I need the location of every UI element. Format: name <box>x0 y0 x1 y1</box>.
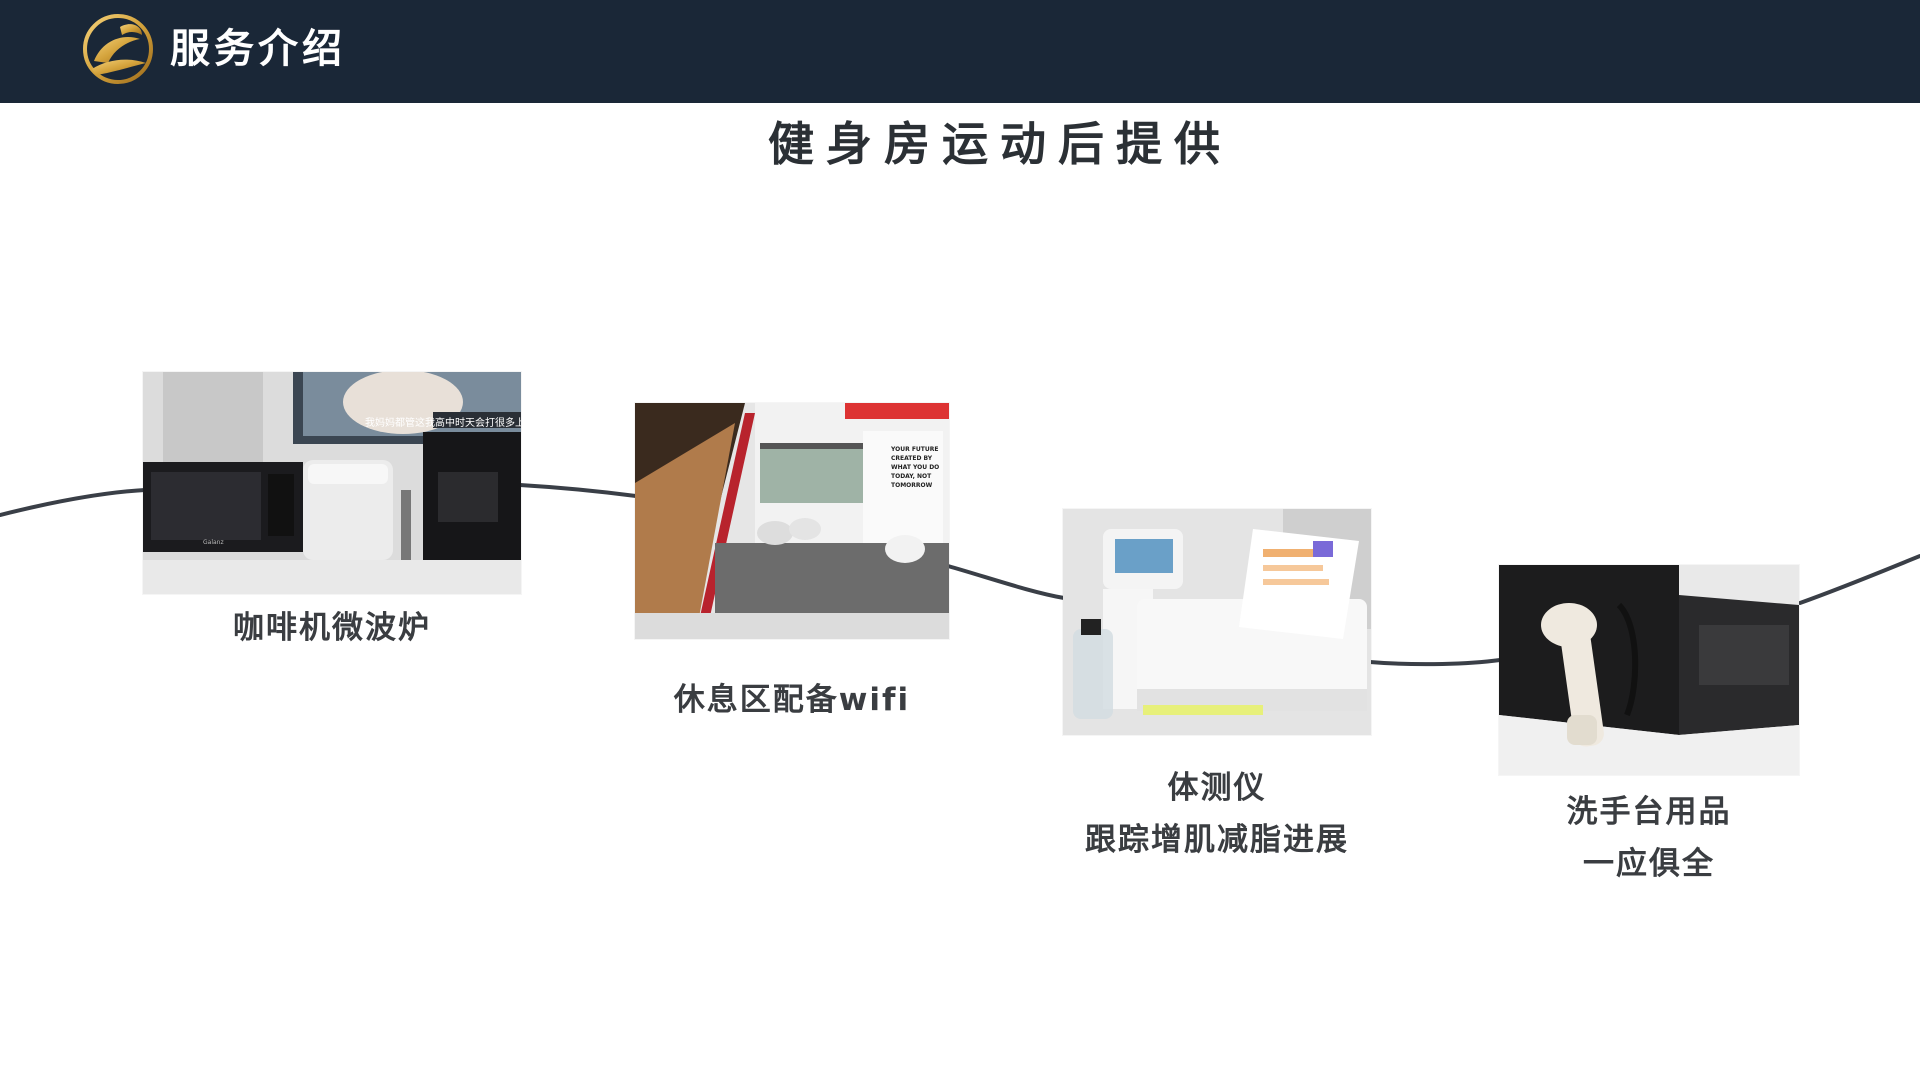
photo-body-analyzer <box>1063 509 1371 735</box>
caption-coffee-microwave: 咖啡机微波炉 <box>143 602 521 654</box>
wall-slogan-line: TODAY, NOT <box>891 473 932 480</box>
wall-slogan-line: YOUR FUTURE <box>890 446 938 453</box>
kitchen-appliances-illustration: 我妈妈都管这我高中时天会打很多上 Galanz <box>143 372 521 594</box>
body-analyzer-illustration <box>1063 509 1371 735</box>
caption-line: 咖啡机微波炉 <box>233 610 431 646</box>
golden-swan-logo-icon <box>83 14 153 84</box>
photo-coffee-microwave: 我妈妈都管这我高中时天会打很多上 Galanz <box>143 372 521 594</box>
rest-area-illustration: YOUR FUTURE CREATED BY WHAT YOU DO TODAY… <box>635 403 949 639</box>
caption-washroom: 洗手台用品 一应俱全 <box>1499 786 1799 890</box>
wall-slogan-line: WHAT YOU DO <box>891 464 939 471</box>
microwave-brand-text: Galanz <box>203 539 224 546</box>
photo-rest-area: YOUR FUTURE CREATED BY WHAT YOU DO TODAY… <box>635 403 949 639</box>
caption-line: 休息区配备wifi <box>673 682 911 718</box>
photo-tv-subtitle-text: 我妈妈都管这我高中时天会打很多上 <box>365 416 521 429</box>
photo-washroom <box>1499 565 1799 775</box>
caption-line: 洗手台用品 <box>1566 794 1732 830</box>
page-title: 健身房运动后提供 <box>768 117 1232 171</box>
caption-line: 跟踪增肌减脂进展 <box>1085 822 1349 858</box>
caption-body-analyzer: 体测仪 跟踪增肌减脂进展 <box>1063 762 1371 866</box>
hair-dryer-illustration <box>1499 565 1799 775</box>
wall-slogan-line: TOMORROW <box>891 482 933 489</box>
wall-slogan-line: CREATED BY <box>891 455 933 462</box>
caption-rest-area: 休息区配备wifi <box>635 674 949 726</box>
header-bar: 服务介绍 <box>0 0 1920 103</box>
caption-line: 一应俱全 <box>1583 846 1715 882</box>
caption-line: 体测仪 <box>1167 770 1267 806</box>
header-title: 服务介绍 <box>170 26 346 72</box>
